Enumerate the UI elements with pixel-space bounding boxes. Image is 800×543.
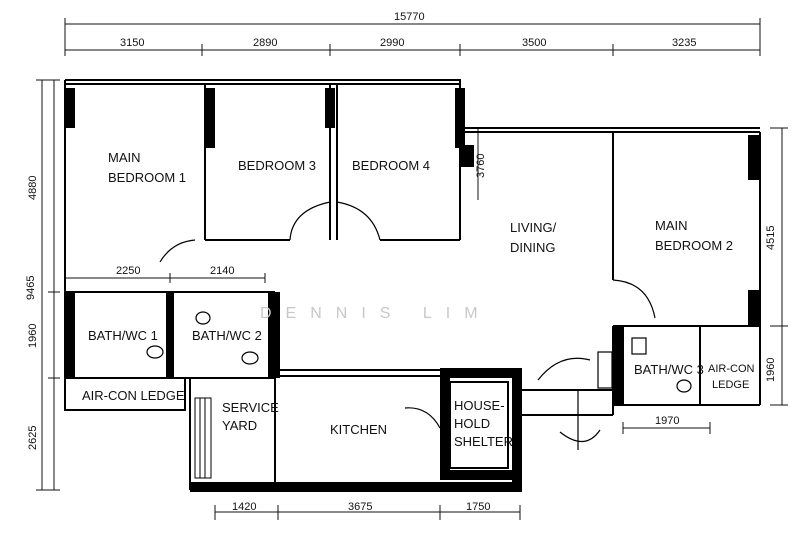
dim-inner-3760: 3760 xyxy=(475,154,487,178)
dim-bottom-2: 3675 xyxy=(348,501,372,513)
bath-wc-3-label: BATH/WC 3 xyxy=(634,362,704,377)
dimension-labels: 15770 3150 2890 2990 3500 3235 9465 4880… xyxy=(25,11,777,513)
bedroom-3-label: BEDROOM 3 xyxy=(238,158,316,173)
toilet-icon xyxy=(146,345,164,359)
dim-right-2: 1960 xyxy=(765,358,777,382)
dim-left-2: 1960 xyxy=(27,324,39,348)
service-yard-label-line1: SERVICE xyxy=(222,400,279,415)
main-bedroom-1-label-line1: MAIN xyxy=(108,150,141,165)
dim-top-1: 3150 xyxy=(120,37,144,49)
sink-icon xyxy=(241,351,259,365)
bedroom-4-label: BEDROOM 4 xyxy=(352,158,430,173)
dim-left-1: 4880 xyxy=(27,176,39,200)
drying-rack xyxy=(194,397,212,479)
toilet-icon xyxy=(676,379,692,393)
dim-overall-width: 15770 xyxy=(394,11,425,23)
toilet-icon xyxy=(195,311,211,325)
sink-icon xyxy=(631,337,647,355)
household-shelter-label-line3: SHELTER xyxy=(454,434,513,449)
dim-inner-1970: 1970 xyxy=(655,415,679,427)
household-shelter-label-line2: HOLD xyxy=(454,416,490,431)
household-shelter-label-line1: HOUSE- xyxy=(454,398,505,413)
dim-top-5: 3235 xyxy=(672,37,696,49)
main-bedroom-2-label-line2: BEDROOM 2 xyxy=(655,238,733,253)
dim-left-3: 2625 xyxy=(27,426,39,450)
dimension-lines xyxy=(36,18,788,520)
dim-top-3: 2990 xyxy=(380,37,404,49)
main-bedroom-1-label-line2: BEDROOM 1 xyxy=(108,170,186,185)
door-swings xyxy=(159,201,656,450)
living-dining-label-line1: LIVING/ xyxy=(510,220,557,235)
dim-inner-2140: 2140 xyxy=(210,265,234,277)
dim-right-1: 4515 xyxy=(765,226,777,250)
dim-bottom-1: 1420 xyxy=(232,501,256,513)
dim-left-total: 9465 xyxy=(25,276,37,300)
room-labels: MAIN BEDROOM 1 BEDROOM 3 BEDROOM 4 LIVIN… xyxy=(82,150,755,449)
main-bedroom-2-label-line1: MAIN xyxy=(655,218,688,233)
dim-inner-2250: 2250 xyxy=(116,265,140,277)
household-shelter-box xyxy=(449,381,509,469)
watermark: DENNIS LIM xyxy=(260,305,492,322)
dim-top-4: 3500 xyxy=(522,37,546,49)
fixtures xyxy=(146,311,692,393)
counter xyxy=(597,351,613,389)
dim-top-2: 2890 xyxy=(253,37,277,49)
bath-wc-2-label: BATH/WC 2 xyxy=(192,328,262,343)
aircon-ledge-left-label: AIR-CON LEDGE xyxy=(82,388,185,403)
aircon-ledge-right-label-line1: AIR-CON xyxy=(708,363,755,375)
walls-thick xyxy=(65,88,760,492)
kitchen-label: KITCHEN xyxy=(330,422,387,437)
bath-wc-1-label: BATH/WC 1 xyxy=(88,328,158,343)
dim-bottom-3: 1750 xyxy=(466,501,490,513)
living-dining-label-line2: DINING xyxy=(510,240,556,255)
service-yard-label-line2: YARD xyxy=(222,418,257,433)
aircon-ledge-right-label-line2: LEDGE xyxy=(712,379,749,391)
